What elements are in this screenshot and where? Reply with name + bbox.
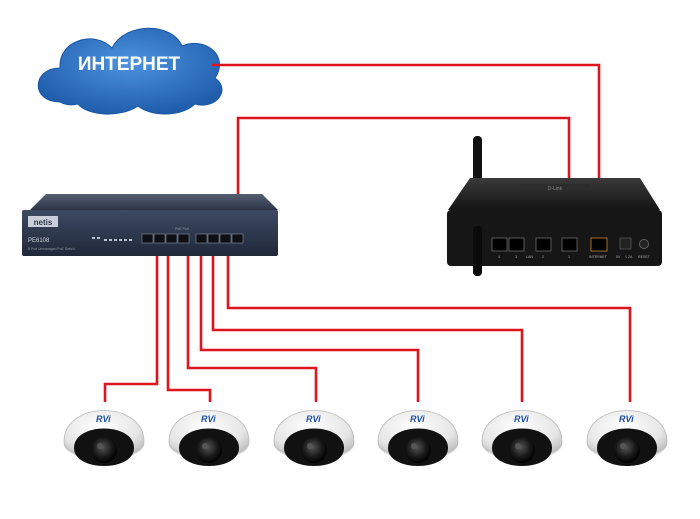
camera-brand: RVi: [619, 414, 634, 424]
router-power-port: [619, 237, 632, 250]
router-back-face: [447, 210, 662, 266]
switch-brand: netis: [34, 218, 53, 227]
camera-lens: [196, 437, 222, 463]
switch-port-2: [153, 233, 166, 244]
router-lan-port-3: [508, 237, 525, 252]
camera-3: RVi: [273, 410, 355, 466]
router-lan-port-1: [561, 237, 578, 252]
switch-ports: [141, 233, 244, 244]
router-label-1: 1: [568, 255, 570, 259]
cable-switch-to-camera-2: [166, 244, 212, 402]
switch-leds: [92, 237, 132, 241]
router-wan-port: [590, 237, 608, 252]
cloud-label: ИНТЕРНЕТ: [78, 54, 181, 75]
router-antenna-front: [473, 226, 482, 276]
cameras: RVi RVi RVi RVi: [63, 410, 668, 466]
switch-port-3: [165, 233, 178, 244]
camera-6: RVi: [586, 410, 668, 466]
switch-model: PE6108: [28, 238, 50, 244]
router-reset-button: [639, 239, 649, 249]
internet-cloud: ИНТЕРНЕТ: [37, 27, 223, 115]
router-label-2: 2: [542, 255, 544, 259]
camera-lens-glint: [97, 443, 103, 449]
camera-brand: RVi: [96, 414, 111, 424]
router-label-internet: INTERNET: [589, 255, 608, 259]
camera-lens-glint: [620, 443, 626, 449]
router-top-face: [448, 178, 660, 210]
router-label-3: 3: [515, 255, 517, 259]
camera-lens: [301, 437, 327, 463]
camera-brand: RVi: [306, 414, 321, 424]
camera-lens-glint: [202, 443, 208, 449]
cable-switch-to-camera-4: [199, 244, 420, 402]
switch-port-group-label: PoE Port: [175, 227, 189, 231]
camera-lens: [91, 437, 117, 463]
switch-port-6: [207, 233, 220, 244]
router-port-labels: 4 3 LAN 2 1 INTERNET 5V 1.2A RESET: [498, 255, 651, 259]
router-lan-port-4: [491, 237, 508, 252]
router-brand: D-Link: [548, 186, 563, 192]
router: D-Link 4 3 LAN 2 1 INTERNET 5V 1.2A RESE…: [447, 136, 662, 276]
camera-brand: RVi: [410, 414, 425, 424]
switch-brand-badge: [28, 216, 58, 227]
router-lan-ports: [491, 237, 578, 252]
switch-port-1: [141, 233, 154, 244]
camera-1: RVi: [63, 410, 145, 466]
cable-switch-to-camera-1: [103, 244, 159, 402]
camera-lens-glint: [515, 443, 521, 449]
router-label-reset: RESET: [638, 255, 651, 259]
camera-lens-glint: [411, 443, 417, 449]
switch-port-4: [177, 233, 190, 244]
camera-lens: [509, 437, 535, 463]
switch-subtitle: 8 Port Unmanaged PoE Switch: [28, 247, 75, 251]
camera-4: RVi: [377, 410, 459, 466]
switch-port-7: [219, 233, 232, 244]
camera-brand: RVi: [514, 414, 529, 424]
switch-top-face: [30, 194, 278, 210]
router-label-5v: 5V: [616, 255, 621, 259]
switch-port-8: [231, 233, 244, 244]
camera-lens: [405, 437, 431, 463]
switch-port-5: [195, 233, 208, 244]
cable-switch-to-camera-6: [226, 244, 632, 402]
cable-switch-to-camera-3: [186, 244, 318, 402]
poe-switch: netis PE6108 8 Port Unmanaged PoE Switch…: [22, 194, 278, 256]
router-label-lan: LAN: [526, 255, 533, 259]
router-lan-port-2: [535, 237, 552, 252]
cables: [103, 63, 632, 402]
camera-brand: RVi: [201, 414, 216, 424]
switch-front-face: [22, 210, 278, 256]
router-brand-plate: [520, 184, 590, 191]
camera-2: RVi: [168, 410, 250, 466]
camera-lens: [614, 437, 640, 463]
cable-switch-to-camera-5: [211, 244, 524, 402]
camera-lens-glint: [307, 443, 313, 449]
router-label-4: 4: [498, 255, 500, 259]
router-label-amp: 1.2A: [625, 255, 633, 259]
camera-5: RVi: [481, 410, 563, 466]
